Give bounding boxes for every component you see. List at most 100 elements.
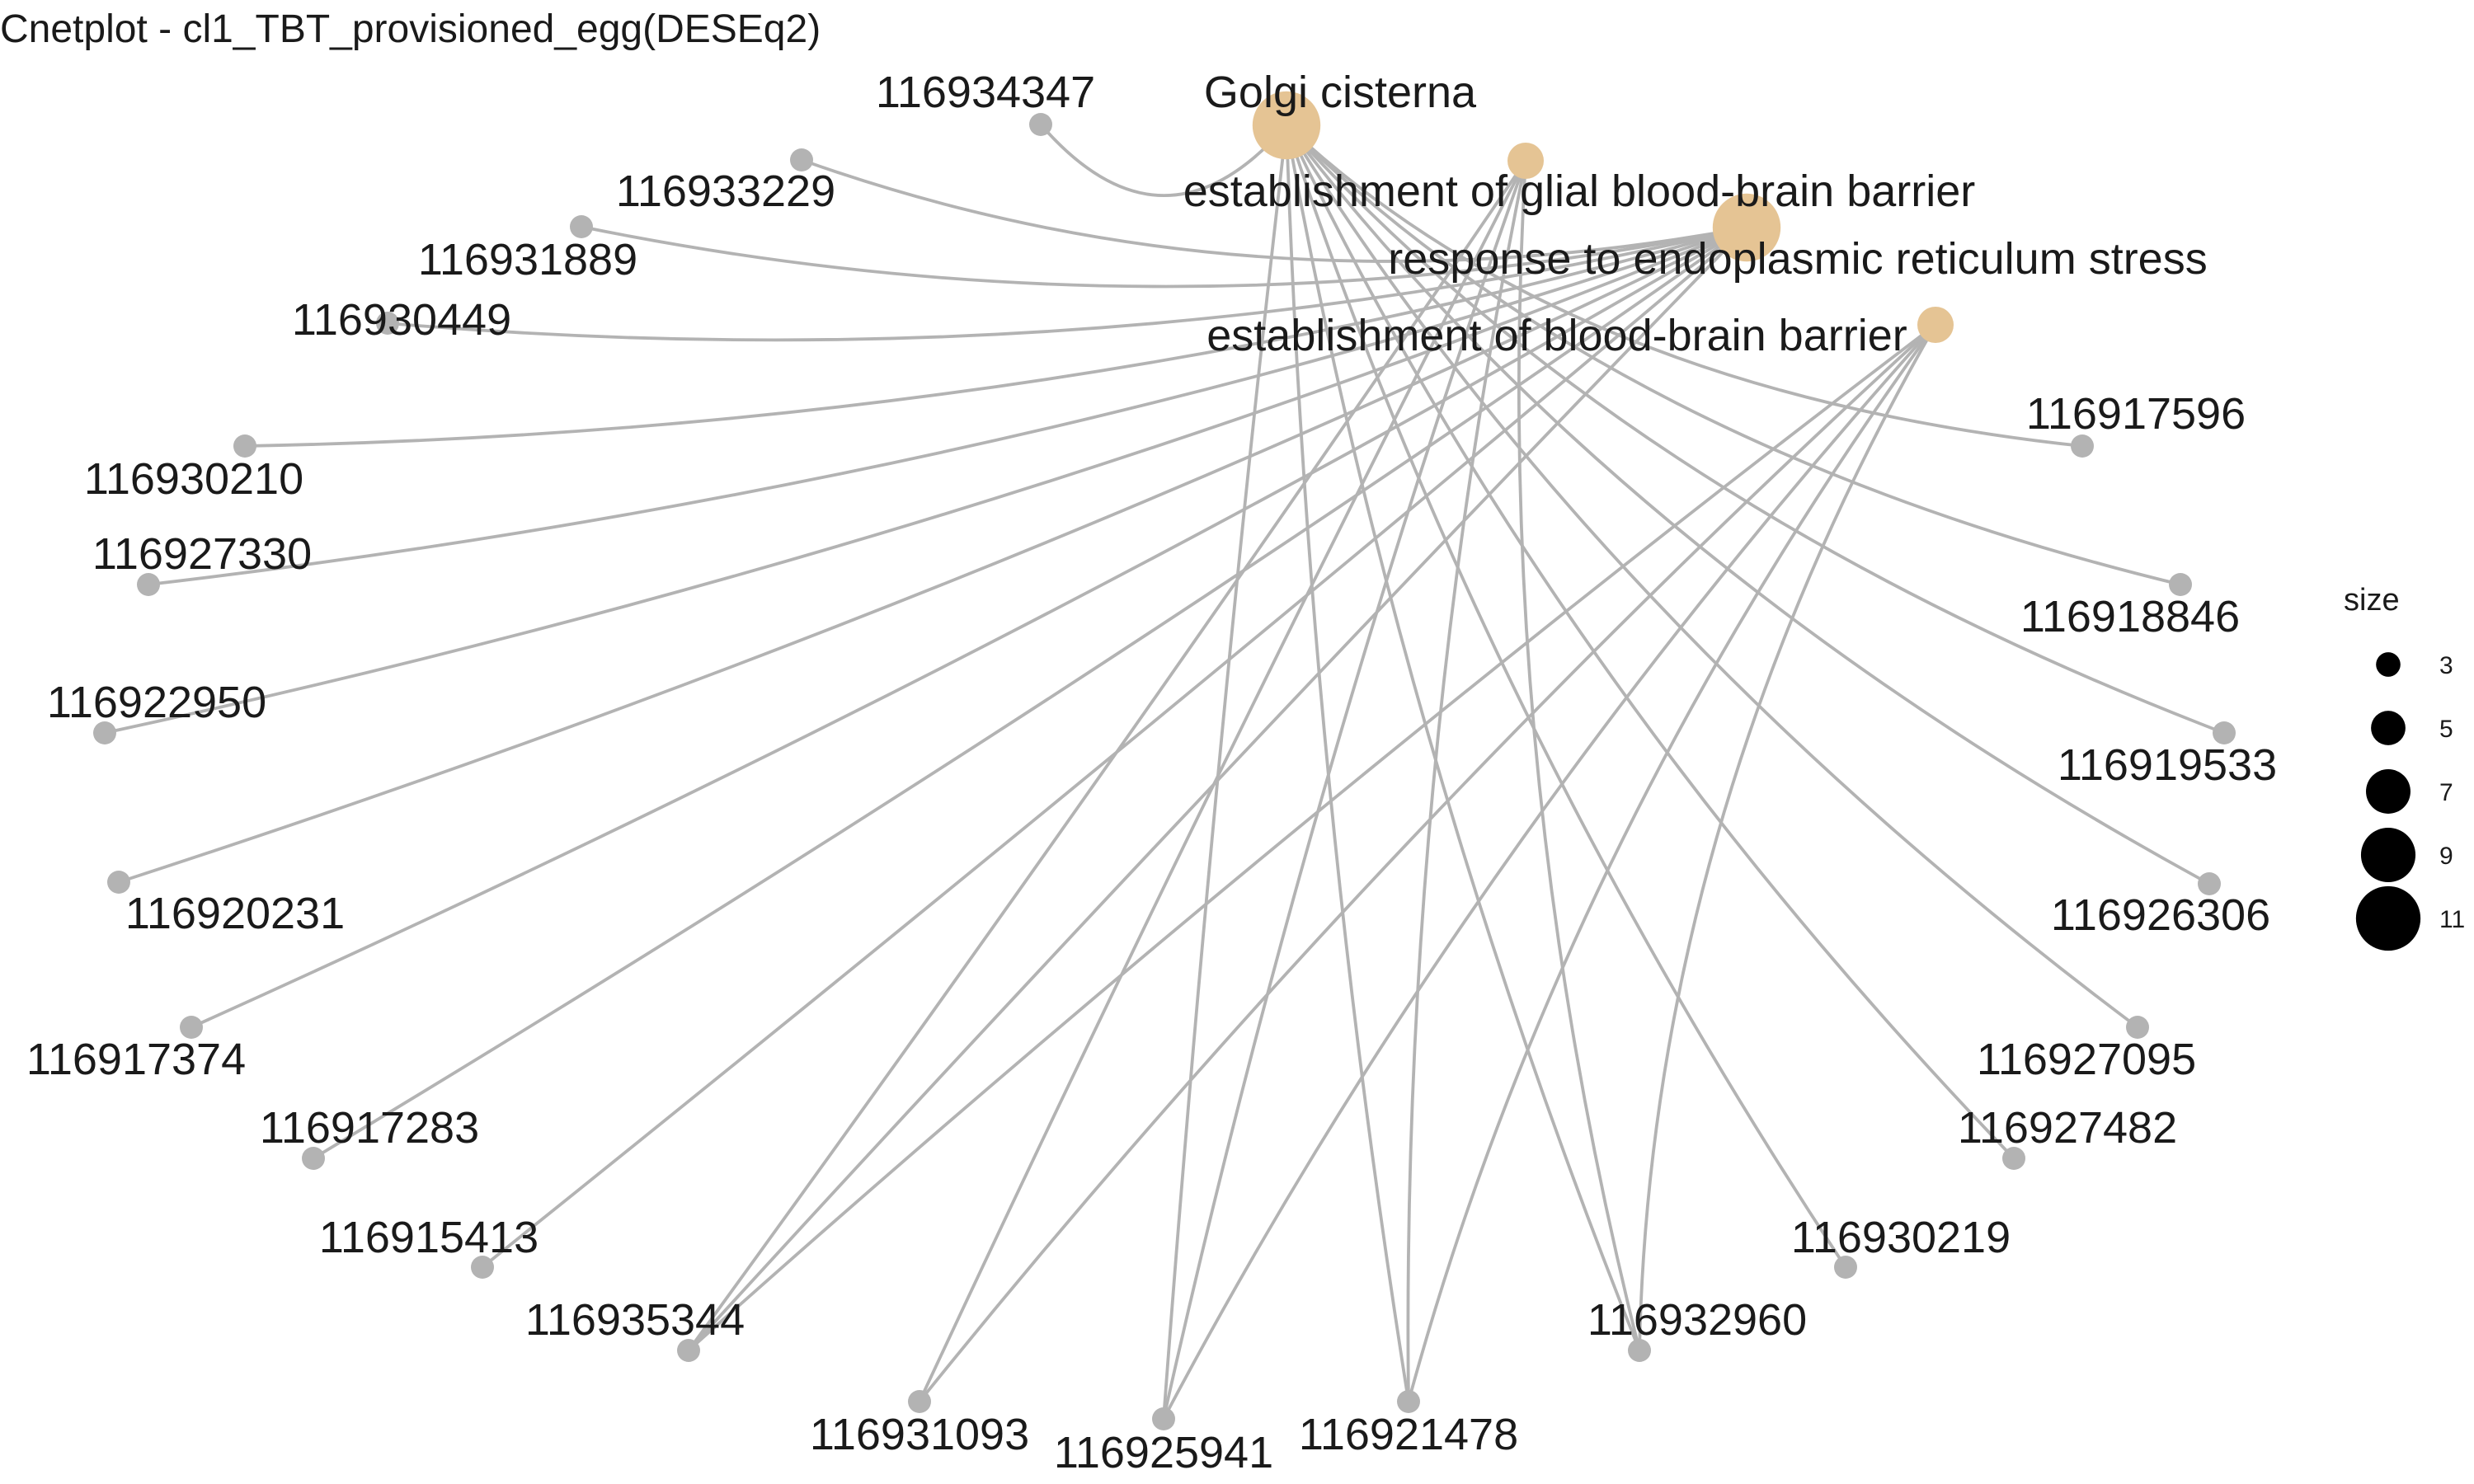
gene-node (2126, 1016, 2149, 1039)
gene-label: 116920231 (125, 889, 345, 938)
legend-key (2376, 652, 2401, 677)
edge (1285, 124, 2210, 885)
edge (1285, 124, 1641, 1351)
gene-label: 116931889 (418, 235, 637, 284)
edge (581, 225, 1747, 289)
edge (1406, 160, 1527, 1402)
edge (1285, 124, 2015, 1160)
gene-node (790, 148, 813, 171)
legend-key (2366, 769, 2411, 814)
category-node (1917, 307, 1954, 343)
gene-node (1029, 113, 1052, 136)
gene-label: 116919533 (2058, 740, 2277, 790)
edge (801, 158, 1747, 263)
category-node (1507, 143, 1544, 179)
legend-key-label: 3 (2439, 652, 2453, 679)
node-layer (93, 91, 2236, 1430)
gene-label: 116926306 (2051, 890, 2270, 940)
gene-node (2002, 1147, 2025, 1170)
edge (687, 226, 1748, 1352)
gene-label: 116930219 (1791, 1213, 2011, 1262)
gene-node (2071, 434, 2094, 458)
gene-label: 116927482 (1958, 1103, 2177, 1153)
edge (104, 226, 1747, 735)
edge (1162, 160, 1527, 1420)
gene-label: 116927095 (1977, 1035, 2196, 1084)
gene-node (376, 312, 399, 335)
gene-node (677, 1339, 700, 1362)
gene-node (2213, 721, 2236, 744)
edge (1638, 324, 1937, 1351)
plot-title: Cnetplot - cl1_TBT_provisioned_egg(DESEq… (0, 7, 821, 51)
gene-node (471, 1256, 494, 1279)
edge (1039, 123, 1288, 197)
gene-label: 116917374 (26, 1035, 246, 1084)
edge (244, 226, 1747, 448)
edge (687, 323, 1937, 1352)
edge (387, 226, 1747, 342)
gene-label: 116915413 (319, 1213, 539, 1262)
gene-node (1834, 1256, 1857, 1279)
gene-node (302, 1147, 325, 1170)
edge (1285, 124, 2181, 586)
label-layer: 116934347 116933229 116931889 116930449 1169… (26, 68, 2277, 1477)
gene-label: 116934347 (876, 68, 1095, 117)
edge (918, 160, 1527, 1402)
edge (190, 226, 1747, 1029)
gene-node (1628, 1339, 1651, 1362)
gene-node (908, 1390, 931, 1413)
legend-key-label: 9 (2439, 843, 2453, 870)
gene-label: 116927330 (92, 529, 312, 579)
edge (1285, 124, 2225, 735)
edge (1285, 124, 2083, 448)
gene-label: 116932960 (1587, 1295, 1807, 1345)
legend-key-label: 7 (2439, 779, 2453, 806)
gene-label: 116921478 (1299, 1410, 1518, 1459)
gene-node (93, 721, 116, 744)
legend-key (2355, 885, 2421, 951)
gene-node (233, 434, 256, 458)
category-node (1712, 193, 1781, 262)
gene-label: 116918846 (2020, 592, 2240, 641)
edge (1162, 323, 1937, 1420)
gene-label: 116917596 (2026, 389, 2246, 439)
edge (148, 226, 1747, 586)
gene-label: 116930449 (292, 295, 511, 345)
gene-node (2169, 573, 2192, 596)
gene-label: 116930210 (84, 454, 303, 504)
category-label: establishment of glial blood-brain barri… (1183, 167, 1976, 216)
gene-node (570, 215, 593, 238)
edge-layer (104, 123, 2225, 1420)
edge (1517, 160, 1641, 1351)
gene-label: 116931093 (810, 1410, 1029, 1459)
edge (1285, 124, 2139, 1029)
legend-key (2371, 711, 2406, 745)
gene-node (1397, 1390, 1420, 1413)
legend-title: size (2344, 583, 2400, 618)
gene-label: 116917283 (260, 1103, 479, 1153)
category-label: establishment of blood-brain barrier (1206, 311, 1907, 360)
gene-node (1152, 1407, 1175, 1430)
gene-label: 116933229 (616, 167, 835, 216)
edge (1407, 323, 1937, 1402)
category-label: Golgi cisterna (1204, 68, 1477, 117)
edge (118, 226, 1747, 884)
legend-key-label: 5 (2439, 716, 2453, 743)
gene-node (180, 1016, 203, 1039)
edge (918, 323, 1937, 1403)
gene-label: 116925941 (1054, 1428, 1273, 1477)
size-legend: size 3 5 7 9 11 (2344, 583, 2465, 951)
gene-node (2198, 872, 2221, 895)
gene-label: 116922950 (47, 678, 266, 727)
category-label: response to endoplasmic reticulum stress (1388, 234, 2207, 284)
legend-key (2360, 827, 2416, 883)
edge (1285, 124, 1410, 1402)
gene-node (107, 871, 130, 894)
edge (313, 226, 1748, 1160)
edge (481, 226, 1748, 1269)
legend-key-label: 11 (2439, 906, 2465, 933)
category-node (1252, 91, 1321, 160)
gene-label: 116935344 (525, 1295, 745, 1345)
gene-node (137, 573, 160, 596)
